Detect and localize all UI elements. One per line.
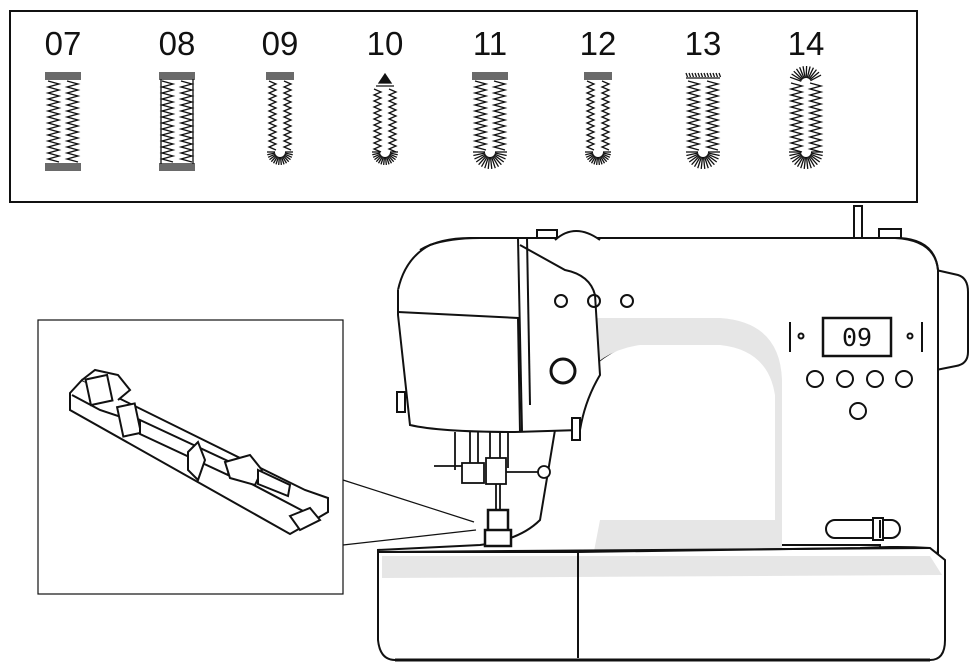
buttonhole-stitch-icon	[584, 72, 612, 165]
stitch-pattern-12: 12	[580, 25, 617, 165]
buttonhole-stitch-icon	[45, 72, 81, 171]
display-right-dot	[906, 332, 914, 340]
pattern-number: 11	[473, 25, 507, 62]
stitch-pattern-14: 14	[788, 25, 825, 169]
buttonhole-stitch-icon	[372, 72, 398, 165]
buttonhole-stitch-icon	[472, 72, 508, 169]
stitch-pattern-list: 07 08 09 10 11 12 13 14	[45, 25, 825, 171]
machine-head	[397, 244, 602, 434]
head-divider-2	[526, 237, 531, 406]
control-button-1[interactable]	[806, 370, 824, 388]
head-divider	[517, 237, 523, 433]
sewing-machine	[377, 205, 969, 662]
head-button-2[interactable]	[587, 294, 601, 308]
stitch-pattern-11: 11	[472, 25, 508, 169]
control-button-2[interactable]	[836, 370, 854, 388]
stitch-pattern-07: 07	[45, 25, 82, 171]
side-lever	[571, 417, 581, 441]
pattern-number: 13	[685, 25, 722, 62]
speed-slider-track[interactable]	[825, 519, 901, 539]
lcd-display	[821, 316, 893, 358]
leader-line-bottom	[342, 529, 477, 546]
stitch-pattern-08: 08	[159, 25, 196, 171]
bed-shading	[382, 556, 942, 578]
buttonhole-stitch-icon	[788, 65, 824, 169]
speed-slider-handle[interactable]	[872, 517, 884, 541]
control-button-4[interactable]	[895, 370, 913, 388]
stitch-pattern-panel	[9, 10, 918, 203]
head-front-panel	[397, 311, 521, 433]
head-button-1[interactable]	[554, 294, 568, 308]
start-stop-button[interactable]	[549, 357, 577, 385]
control-button-5[interactable]	[849, 402, 867, 420]
pattern-number: 10	[367, 25, 404, 62]
leader-line-top	[342, 479, 475, 523]
stitch-pattern-13: 13	[685, 25, 722, 169]
top-bump	[554, 230, 601, 241]
needle-assembly	[434, 432, 551, 548]
side-knob	[396, 391, 406, 413]
pattern-number: 07	[45, 25, 82, 62]
pattern-number: 14	[788, 25, 825, 62]
pattern-number: 09	[262, 25, 299, 62]
head-button-3[interactable]	[620, 294, 634, 308]
hand-wheel	[935, 268, 969, 372]
bed-top-edge	[377, 547, 931, 553]
stitch-pattern-09: 09	[262, 25, 299, 165]
stitch-pattern-10: 10	[367, 25, 404, 165]
buttonhole-foot	[69, 368, 329, 536]
pattern-number: 08	[159, 25, 196, 62]
buttonhole-stitch-icon	[159, 72, 195, 171]
buttonhole-stitch-icon	[685, 72, 722, 169]
control-button-3[interactable]	[866, 370, 884, 388]
pattern-number: 12	[580, 25, 617, 62]
display-left-dot	[797, 332, 805, 340]
buttonhole-stitch-icon	[266, 72, 294, 165]
buttonhole-foot-inset	[37, 319, 477, 595]
spool-pin	[853, 205, 863, 243]
lcd-display-value: 09	[842, 323, 872, 352]
